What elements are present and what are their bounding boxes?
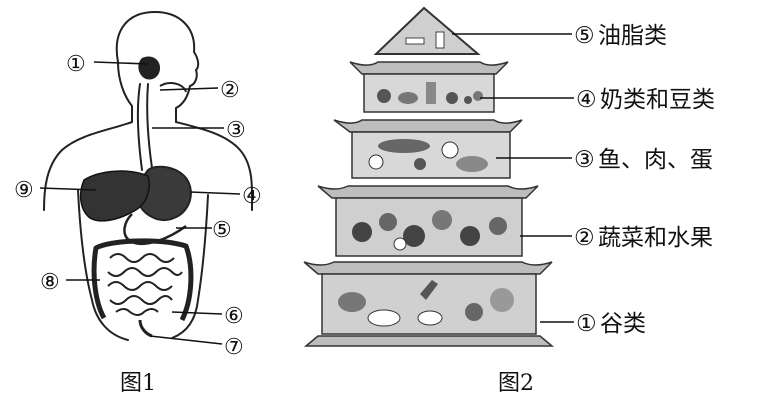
grain-icons [338,280,514,327]
layer-2-name: 蔬菜和水果 [598,225,713,251]
esophagus-inner [146,83,153,169]
dairy-beans-icons [377,82,483,104]
fig1-label-3: ③ [226,118,246,143]
layer-5-name: 油脂类 [598,23,667,49]
salivary-gland [159,82,187,93]
pyramid-base [303,335,555,347]
layer-2-number: ② [574,225,595,251]
fig1-label-9: ⑨ [14,178,34,203]
layer-1-number: ① [576,311,597,337]
pyramid-roof-2 [317,185,539,199]
fig2-caption: 图2 [498,371,534,396]
fig2-leader-lines [452,33,574,323]
waist-right [171,194,209,339]
layer-5-number: ⑤ [574,23,595,49]
liver [79,170,150,222]
layer-4-number: ④ [576,87,597,113]
fig1-labels: ① ② ③ ④ ⑤ ⑥ ⑦ ⑧ ⑨ 图1 [14,52,262,396]
fig2-labels: ⑤ 油脂类 ④ 奶类和豆类 ③ 鱼、肉、蛋 ② 蔬菜和水果 ① 谷类 图2 [498,23,715,396]
small-intestine [107,253,183,316]
fig1-leader-lines [39,61,241,345]
layer-1-name: 谷类 [600,311,646,337]
fig1-label-1: ① [66,52,86,77]
pharynx [138,56,160,80]
torso-left [43,121,133,211]
vegetable-fruit-icons [352,210,507,251]
fig1-label-5: ⑤ [212,218,232,243]
fig1-label-6: ⑥ [224,304,244,329]
head-back [117,61,133,123]
layer-3-name: 鱼、肉、蛋 [598,147,713,173]
waist-left [77,189,129,341]
fig1-caption: 图1 [120,371,156,396]
fig1-label-2: ② [220,78,240,103]
fig1-label-7: ⑦ [224,335,244,360]
layer-4-name: 奶类和豆类 [600,87,715,113]
large-intestine [91,238,194,322]
pyramid-roof-1 [303,261,553,275]
oil-bottle-icon [405,31,445,49]
fig1-label-8: ⑧ [40,270,60,295]
food-pyramid-diagram [303,6,555,347]
rectum [138,319,153,338]
pyramid-roof-3 [333,119,523,133]
esophagus [136,83,143,171]
digestive-system-diagram [43,11,254,341]
layer-3-number: ③ [574,147,595,173]
pyramid-roof-4 [349,61,509,75]
fish-meat-egg-icons [368,139,488,172]
fig1-label-4: ④ [242,184,262,209]
pyramid-top [373,6,481,55]
